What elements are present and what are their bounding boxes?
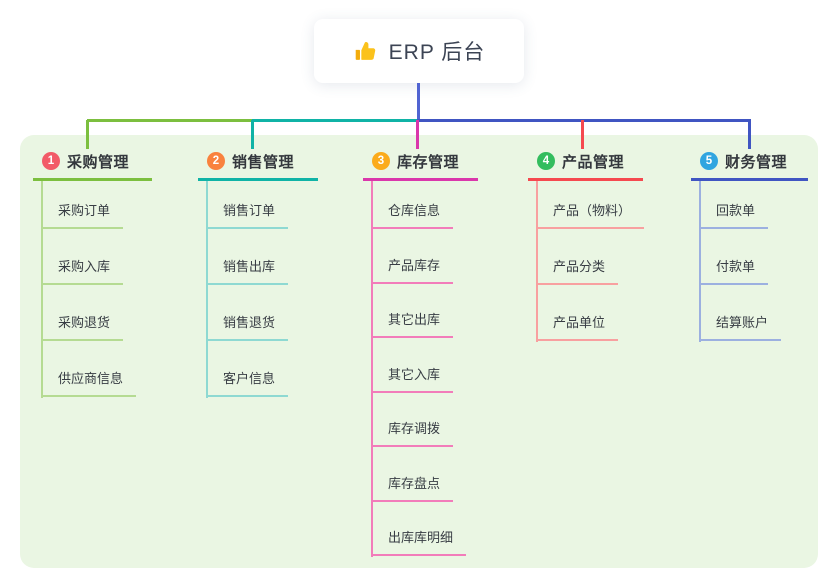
branch-2-item-label: 销售订单 xyxy=(223,203,276,218)
branch-2-label: 销售管理 xyxy=(232,153,295,171)
branch-3-item-7[interactable]: 出库库明细 xyxy=(371,529,467,556)
branch-5-item-3[interactable]: 结算账户 xyxy=(699,314,782,341)
branch-2-item-1[interactable]: 销售订单 xyxy=(206,202,289,229)
branch-5-item-label: 回款单 xyxy=(716,203,756,218)
branch-5-drop-line xyxy=(748,120,751,149)
branch-5-item-1[interactable]: 回款单 xyxy=(699,202,769,229)
branch-2-item-label: 客户信息 xyxy=(223,371,276,386)
branch-3-vertical-line xyxy=(371,181,373,557)
root-stem-line xyxy=(417,83,420,121)
branch-5-number-badge: 5 xyxy=(700,152,718,170)
branch-5-node[interactable]: 5 财务管理 xyxy=(691,151,808,181)
branch-1-item-label: 采购退货 xyxy=(58,315,111,330)
branch-4-item-label: 产品单位 xyxy=(553,315,606,330)
branch-1-item-label: 供应商信息 xyxy=(58,371,124,386)
branch-2-item-label: 销售出库 xyxy=(223,259,276,274)
branch-4-item-3[interactable]: 产品单位 xyxy=(536,314,619,341)
branch-4-item-label: 产品（物料） xyxy=(553,203,632,218)
branch-4-item-label: 产品分类 xyxy=(553,259,606,274)
branch-1-drop-line xyxy=(86,120,89,149)
branch-4-drop-line xyxy=(581,120,584,149)
branch-1-item-label: 采购入库 xyxy=(58,259,111,274)
connector-horizontal-line-2 xyxy=(252,119,419,122)
branch-3-item-label: 库存盘点 xyxy=(388,475,441,491)
branch-3-item-2[interactable]: 产品库存 xyxy=(371,257,454,284)
branch-2-item-label: 销售退货 xyxy=(223,315,276,330)
branch-1-item-3[interactable]: 采购退货 xyxy=(41,314,124,341)
branch-3-node[interactable]: 3 库存管理 xyxy=(363,151,478,181)
branch-3-number-badge: 3 xyxy=(372,152,390,170)
branch-5-label: 财务管理 xyxy=(725,153,788,171)
branch-3-item-5[interactable]: 库存调拨 xyxy=(371,420,454,447)
branch-3-item-label: 产品库存 xyxy=(388,257,441,273)
branch-2-number-badge: 2 xyxy=(207,152,225,170)
branch-4-number-badge: 4 xyxy=(537,152,555,170)
thumbs-up-icon xyxy=(353,39,378,64)
branch-1-node[interactable]: 1 采购管理 xyxy=(33,151,152,181)
branch-1-number-badge: 1 xyxy=(42,152,60,170)
branch-2-item-4[interactable]: 客户信息 xyxy=(206,370,289,397)
branch-4-label: 产品管理 xyxy=(562,153,625,171)
branch-5-vertical-line xyxy=(699,181,701,342)
branch-1-item-4[interactable]: 供应商信息 xyxy=(41,370,137,397)
branch-4-item-2[interactable]: 产品分类 xyxy=(536,258,619,285)
connector-horizontal-line-1 xyxy=(87,119,253,122)
branch-3-item-label: 其它入库 xyxy=(388,366,441,382)
branch-1-label: 采购管理 xyxy=(67,153,130,171)
branch-4-item-1[interactable]: 产品（物料） xyxy=(536,202,645,229)
branch-5-item-2[interactable]: 付款单 xyxy=(699,258,769,285)
branch-3-item-label: 其它出库 xyxy=(388,312,441,327)
branch-4-node[interactable]: 4 产品管理 xyxy=(528,151,643,181)
branch-3-item-4[interactable]: 其它入库 xyxy=(371,366,454,393)
branch-2-node[interactable]: 2 销售管理 xyxy=(198,151,318,181)
branch-3-drop-line xyxy=(416,120,419,149)
branch-3-item-label: 出库库明细 xyxy=(388,530,454,545)
root-node-erp[interactable]: ERP 后台 xyxy=(314,19,524,83)
root-node-label: ERP 后台 xyxy=(388,41,486,64)
branch-2-vertical-line xyxy=(206,181,208,398)
branch-3-item-1[interactable]: 仓库信息 xyxy=(371,202,454,229)
mindmap-canvas xyxy=(20,135,818,568)
branch-3-item-6[interactable]: 库存盘点 xyxy=(371,475,454,502)
branch-2-item-2[interactable]: 销售出库 xyxy=(206,258,289,285)
branch-3-item-label: 仓库信息 xyxy=(388,203,441,218)
branch-5-item-label: 付款单 xyxy=(716,259,756,274)
connector-horizontal-line-3 xyxy=(417,119,751,122)
branch-5-item-label: 结算账户 xyxy=(716,315,769,330)
branch-1-item-label: 采购订单 xyxy=(58,203,111,218)
branch-1-vertical-line xyxy=(41,181,43,398)
branch-1-item-1[interactable]: 采购订单 xyxy=(41,202,124,229)
branch-3-label: 库存管理 xyxy=(397,153,460,171)
branch-2-item-3[interactable]: 销售退货 xyxy=(206,314,289,341)
branch-3-item-3[interactable]: 其它出库 xyxy=(371,311,454,338)
branch-3-item-label: 库存调拨 xyxy=(388,421,441,436)
branch-2-drop-line xyxy=(251,120,254,149)
branch-1-item-2[interactable]: 采购入库 xyxy=(41,258,124,285)
branch-4-vertical-line xyxy=(536,181,538,342)
